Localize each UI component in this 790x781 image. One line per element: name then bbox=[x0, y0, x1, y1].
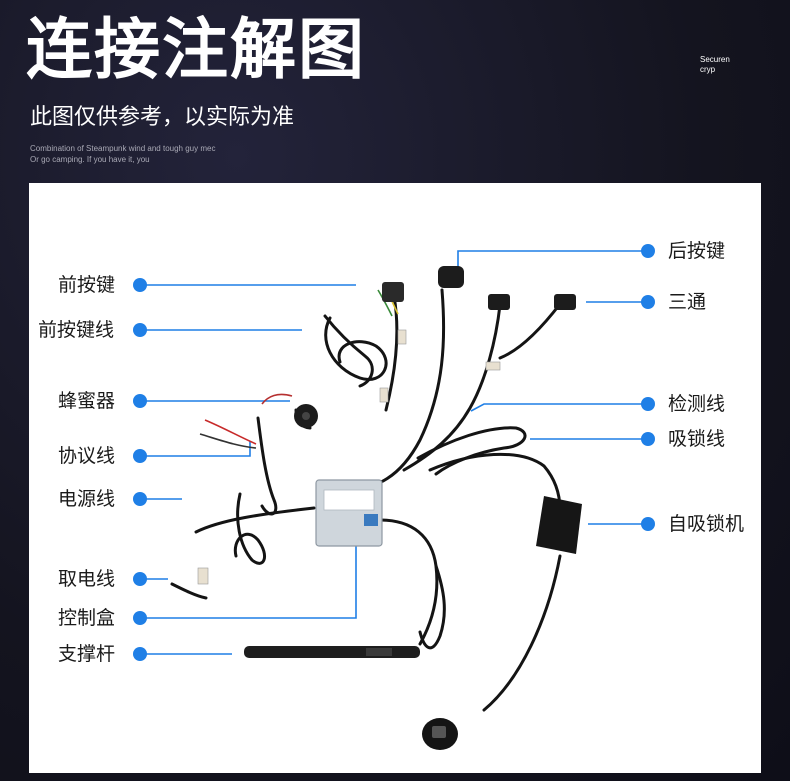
buzzer-center bbox=[302, 412, 310, 420]
protocol-lead-red bbox=[205, 420, 256, 444]
components bbox=[198, 266, 582, 750]
lock-to-handle-cable bbox=[484, 556, 560, 710]
cable-tag-4 bbox=[198, 568, 208, 584]
cable-tag-2 bbox=[380, 388, 388, 402]
marker-control-box bbox=[133, 611, 147, 625]
box-to-strut-cable bbox=[380, 520, 437, 644]
marker-protocol-cable bbox=[133, 449, 147, 463]
cable-tag-3 bbox=[486, 362, 500, 370]
marker-power-cable bbox=[133, 492, 147, 506]
label-protocol-cable: 协议线 bbox=[58, 444, 115, 468]
leader-detection-cable bbox=[471, 404, 644, 411]
label-front-button-cable: 前按键线 bbox=[38, 318, 114, 342]
marker-suction-lock-cable bbox=[641, 432, 655, 446]
label-control-box: 控制盒 bbox=[58, 606, 115, 630]
marker-tee-connector bbox=[641, 295, 655, 309]
label-power-tap-cable: 取电线 bbox=[58, 567, 115, 591]
marker-buzzer bbox=[133, 394, 147, 408]
tee-branch bbox=[500, 304, 560, 358]
marker-suction-lock bbox=[641, 517, 655, 531]
power-tap-lead bbox=[172, 584, 206, 598]
leader-rear-button bbox=[458, 251, 644, 267]
lock-handle-switch bbox=[432, 726, 446, 738]
strut-end-cap bbox=[366, 648, 392, 656]
marker-power-tap-cable bbox=[133, 572, 147, 586]
protocol-cable-coil bbox=[258, 418, 276, 514]
control-box-port bbox=[364, 514, 378, 526]
label-strut: 支撑杆 bbox=[58, 642, 115, 666]
marker-front-button-cable bbox=[133, 323, 147, 337]
power-cable-coil bbox=[235, 494, 264, 563]
cable-tag-1 bbox=[398, 330, 406, 344]
front-button-connector bbox=[382, 282, 404, 302]
tee-connector-left bbox=[488, 294, 510, 310]
strut-component bbox=[244, 646, 420, 658]
label-tee-connector: 三通 bbox=[668, 290, 706, 314]
front-button-cable-coil-2 bbox=[325, 316, 372, 386]
label-buzzer: 蜂蜜器 bbox=[58, 389, 115, 413]
control-box-sticker bbox=[324, 490, 374, 510]
label-front-button: 前按键 bbox=[58, 273, 115, 297]
marker-strut bbox=[133, 647, 147, 661]
label-detection-cable: 检测线 bbox=[668, 392, 725, 416]
suction-lock-component bbox=[536, 496, 582, 554]
suction-lock-cable bbox=[430, 454, 560, 510]
power-cable bbox=[196, 508, 314, 532]
buzzer-lead-red bbox=[262, 394, 292, 404]
marker-rear-button bbox=[641, 244, 655, 258]
label-suction-lock: 自吸锁机 bbox=[668, 512, 744, 536]
tee-connector-right bbox=[554, 294, 576, 310]
label-power-cable: 电源线 bbox=[58, 487, 115, 511]
rear-button-component bbox=[438, 266, 464, 288]
label-suction-lock-cable: 吸锁线 bbox=[668, 427, 725, 451]
label-rear-button: 后按键 bbox=[668, 239, 725, 263]
marker-detection-cable bbox=[641, 397, 655, 411]
marker-front-button bbox=[133, 278, 147, 292]
